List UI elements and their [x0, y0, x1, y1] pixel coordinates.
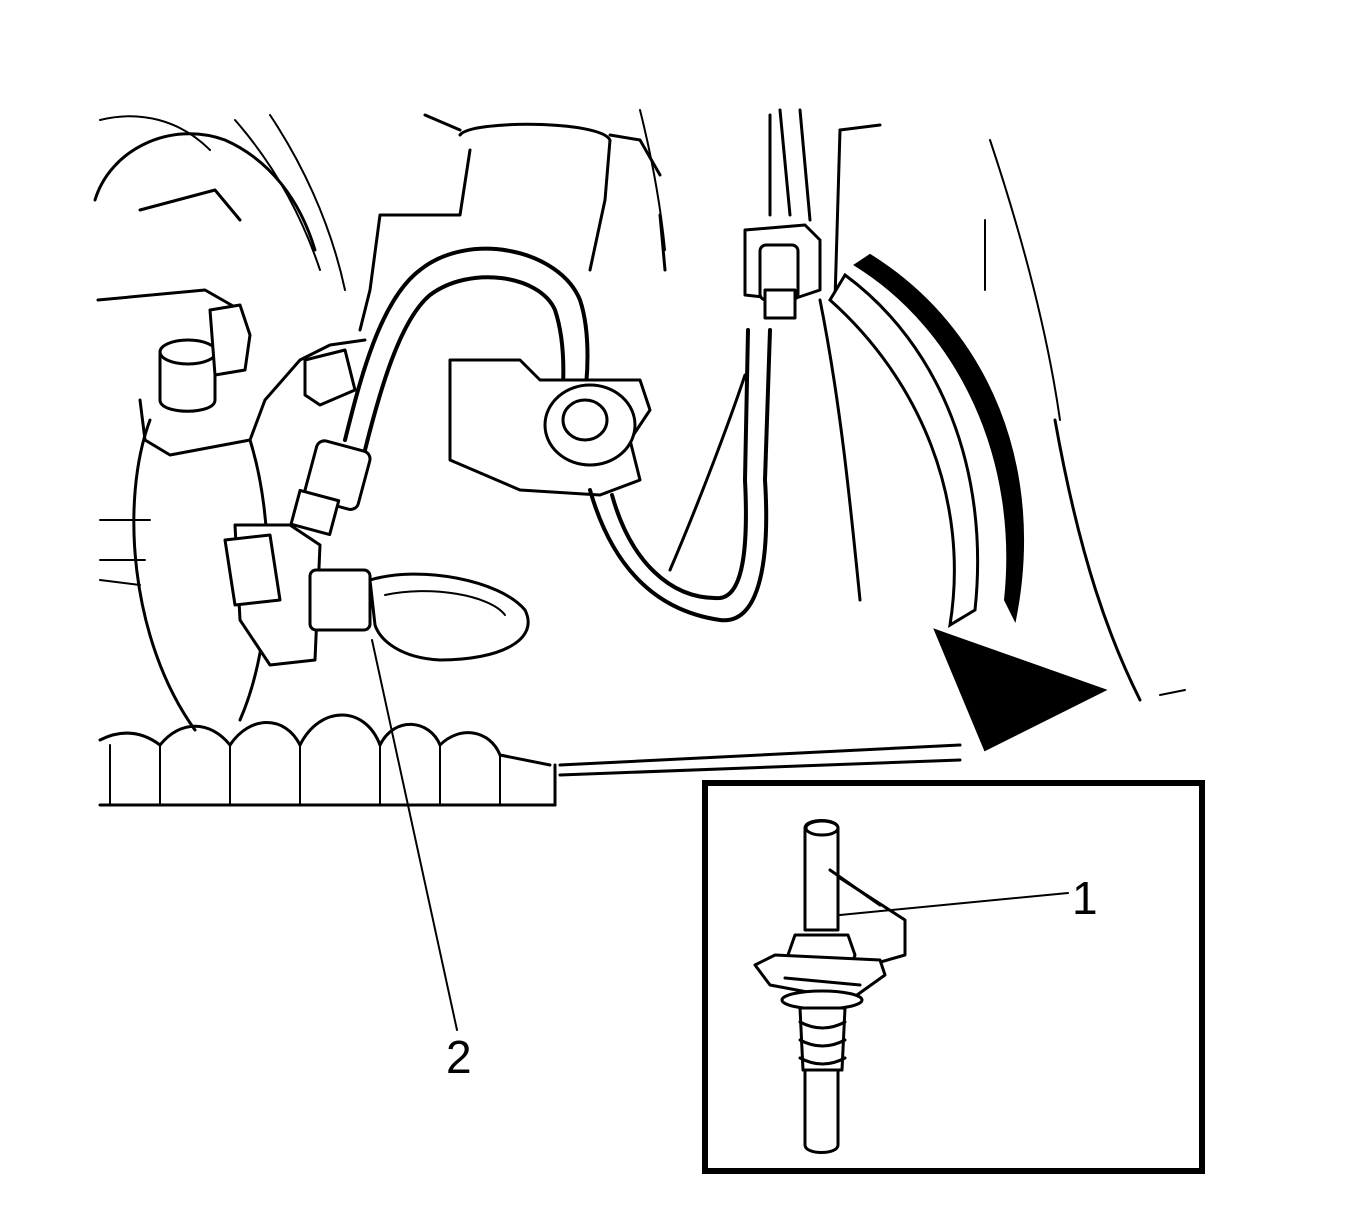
detail-inset: [702, 780, 1205, 1174]
brake-pipe: [343, 246, 772, 623]
steering-knuckle: [138, 109, 667, 457]
inset-hose-fitting: [753, 819, 907, 1154]
callout-2-label: 2: [446, 1031, 472, 1083]
callout-2-leader: [371, 639, 458, 1031]
drive-shaft-boot: [98, 713, 962, 807]
main-view: [93, 108, 1186, 1031]
body-panel: [818, 123, 1186, 702]
wheel-hub: [93, 114, 346, 732]
hose-fitting-top: [668, 108, 822, 572]
direction-arrow-icon: [828, 253, 1108, 752]
caliper-bolts: [158, 303, 357, 413]
callout-1-leader: [839, 892, 1069, 916]
caliper-fitting: [223, 439, 530, 667]
callout-1-label: 1: [1072, 872, 1098, 924]
